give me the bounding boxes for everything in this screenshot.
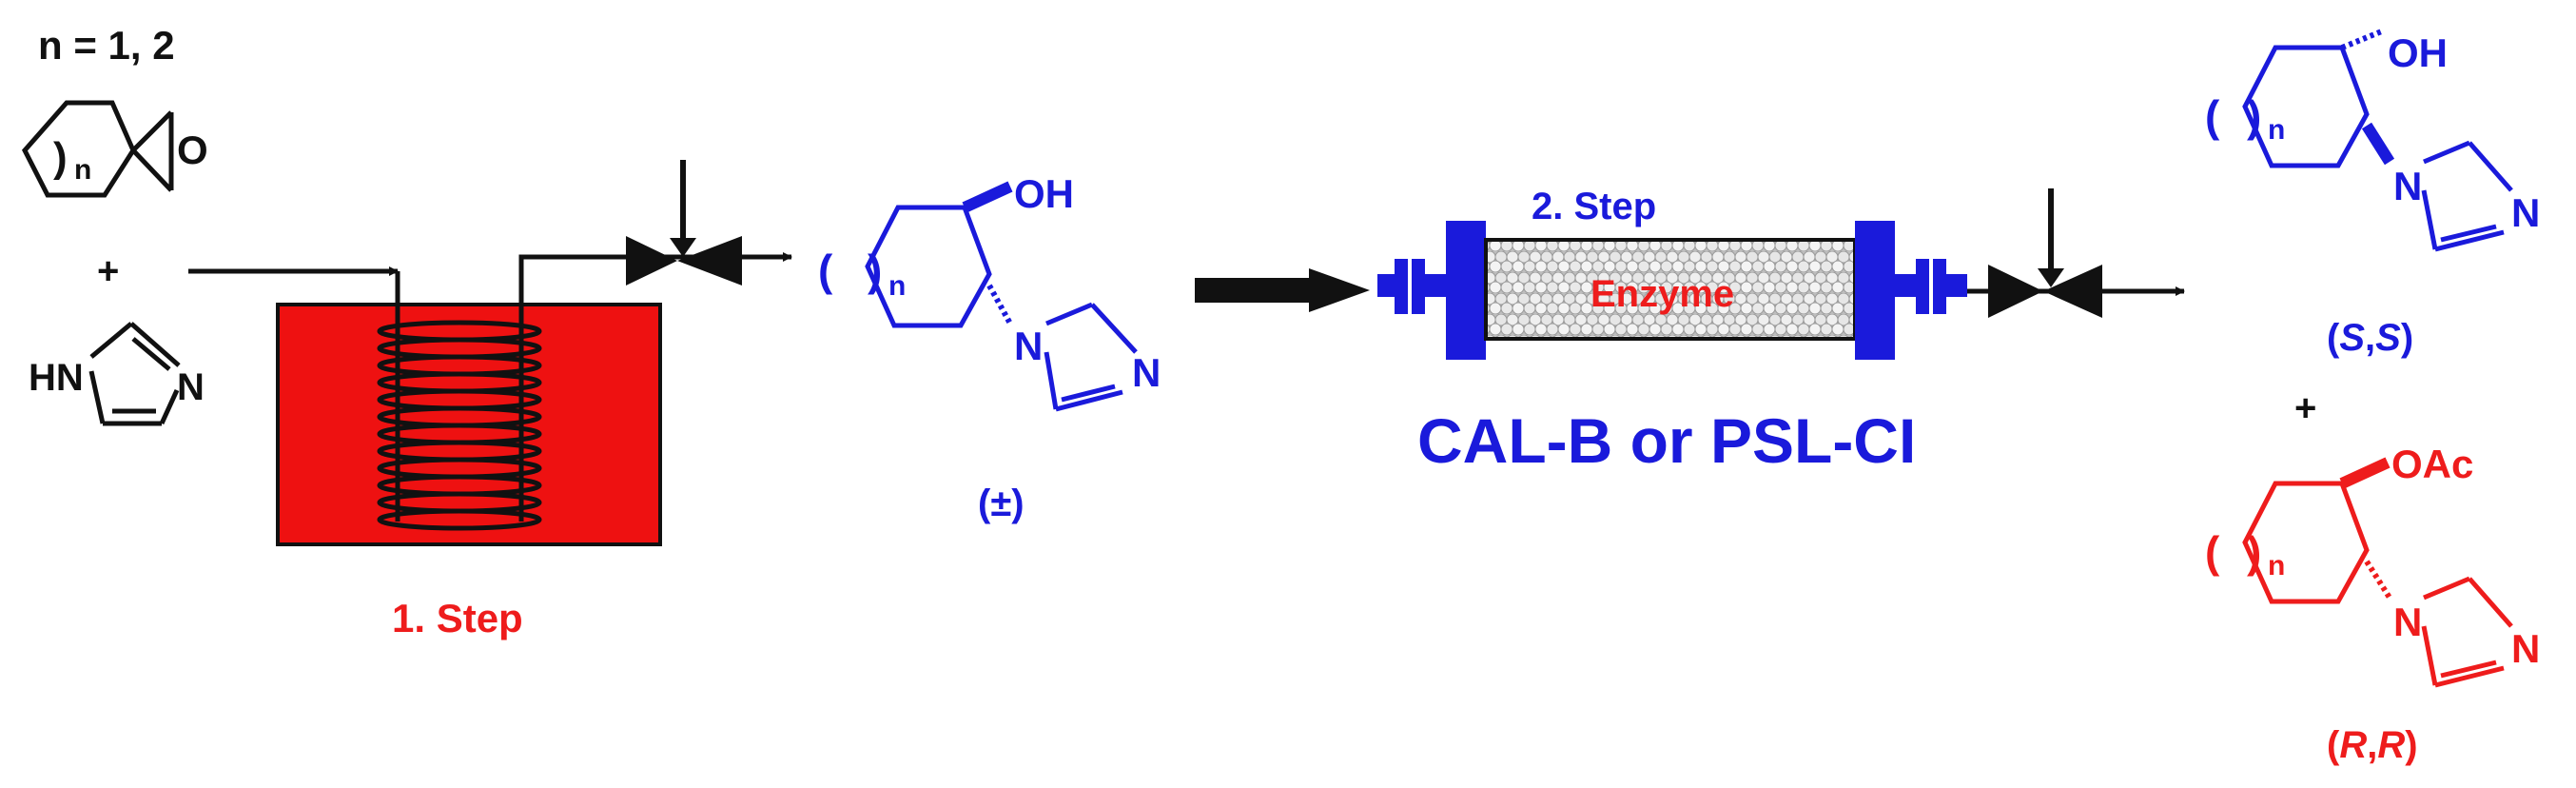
rr-descriptor-close: ) — [2405, 724, 2417, 766]
valve-arrow-1 — [670, 238, 696, 257]
rr-imid-bond-3 — [2423, 576, 2470, 601]
racemate-imid-bond-2 — [1055, 389, 1123, 412]
racemate-imid-double — [1061, 384, 1116, 403]
rr-imid-double — [2440, 660, 2497, 679]
racemate-hash-n — [986, 284, 1013, 325]
rr-oac: OAc — [2391, 442, 2473, 486]
column-endcap-right — [1855, 221, 1895, 360]
racemate-imid-bond-1 — [1044, 351, 1059, 410]
ss-wedge-n — [2361, 122, 2395, 166]
n-values-label: n = 1, 2 — [38, 23, 175, 68]
rr-n-atom-2: N — [2511, 626, 2540, 671]
imidazole-bond-3 — [159, 388, 180, 425]
imidazole-bond-5 — [129, 322, 181, 367]
imidazole-structure — [88, 322, 181, 426]
epoxide-oxygen: O — [177, 128, 208, 172]
imidazole-n: N — [177, 366, 205, 408]
cycloalkene-oxide-structure — [22, 100, 174, 198]
rr-descriptor-r1: R — [2339, 724, 2367, 766]
ss-oh: OH — [2388, 30, 2448, 75]
imidazole-double-bond-2 — [131, 337, 171, 371]
rr-imid-bond-4 — [2468, 577, 2513, 628]
rr-hash-n — [2364, 560, 2392, 600]
valve-arrow-2 — [2038, 268, 2064, 287]
rr-imid-bond-1 — [2421, 625, 2438, 686]
step1-label: 1. Step — [392, 596, 523, 640]
column-fitting-left-2 — [1395, 259, 1408, 314]
column-fitting-left-4 — [1425, 274, 1446, 297]
imidazole-hn: HN — [29, 357, 84, 399]
racemate-n-atom-2: N — [1132, 350, 1161, 395]
ss-descriptor-open: ( — [2327, 317, 2340, 359]
rr-ring-index: n — [2268, 550, 2285, 581]
enzyme-column — [1377, 221, 1967, 360]
ss-imid-bond-2 — [2434, 229, 2505, 252]
racemate-descriptor: (±) — [978, 483, 1025, 524]
column-fitting-right-2 — [1916, 259, 1929, 314]
racemate-wedge-oh — [962, 181, 1013, 213]
column-fitting-left-3 — [1412, 259, 1425, 314]
rr-wedge-oac — [2339, 457, 2391, 489]
rr-ring — [2242, 481, 2370, 604]
racemate-oh: OH — [1014, 171, 1074, 216]
ss-hash-oh — [2340, 28, 2386, 50]
column-endcap-left — [1446, 221, 1486, 360]
racemate-ring — [865, 205, 992, 328]
step2-label: 2. Step — [1532, 186, 1656, 227]
ss-descriptor: (S,S) — [2327, 317, 2413, 359]
rr-descriptor-comma: , — [2367, 724, 2377, 766]
ss-n-atom: N — [2393, 164, 2422, 208]
rr-paren-left: ( — [2205, 527, 2220, 577]
ss-descriptor-s2: S — [2375, 317, 2401, 359]
rr-imid-bond-2 — [2434, 665, 2505, 688]
ss-descriptor-comma: , — [2365, 317, 2375, 359]
ss-imid-double — [2440, 224, 2497, 243]
racemate-paren-left: ( — [818, 246, 833, 295]
ss-paren-left: ( — [2205, 91, 2220, 141]
ss-alcohol-structure — [2242, 28, 2513, 252]
back-pressure-valve-2 — [1988, 188, 2102, 318]
racemate-n-atom: N — [1014, 324, 1043, 368]
rr-paren-right: ) — [2247, 527, 2261, 577]
rr-n-atom: N — [2393, 600, 2422, 644]
rr-descriptor-open: ( — [2327, 724, 2340, 766]
column-fitting-right-4 — [1946, 274, 1967, 297]
epoxide-bond-1 — [131, 110, 173, 152]
reactor-coil — [377, 271, 542, 531]
ss-ring — [2242, 45, 2370, 168]
column-packing — [1484, 238, 1857, 341]
racemate-paren-right: ) — [868, 246, 882, 295]
ring-paren: ) — [53, 134, 68, 181]
ss-ring-index: n — [2268, 114, 2285, 146]
ss-n-atom-2: N — [2511, 190, 2540, 235]
products-plus: + — [2294, 387, 2316, 429]
ss-descriptor-s1: S — [2339, 317, 2365, 359]
epoxide-bond-2 — [131, 148, 173, 192]
back-pressure-valve-1 — [626, 160, 742, 286]
imidazole-bond-4 — [89, 322, 133, 359]
ss-imid-bond-4 — [2468, 141, 2513, 192]
racemate-ring-index: n — [888, 270, 906, 302]
column-fitting-right-3 — [1933, 259, 1946, 314]
racemate-imid-bond-4 — [1090, 303, 1138, 354]
rr-descriptor-r2: R — [2377, 724, 2405, 766]
racemate-imid-bond-3 — [1045, 302, 1093, 326]
ss-imid-bond-3 — [2423, 140, 2470, 165]
ss-paren-right: ) — [2247, 91, 2261, 141]
rr-acetate-structure — [2242, 457, 2513, 688]
ss-imid-bond-1 — [2421, 189, 2438, 250]
epoxide-ring-frame — [22, 100, 136, 198]
rr-descriptor: (R,R) — [2327, 724, 2418, 766]
column-enzyme-text: Enzyme — [1590, 273, 1734, 315]
ss-descriptor-close: ) — [2401, 317, 2413, 359]
column-fitting-right-1 — [1895, 274, 1916, 297]
imidazole-bond-1 — [88, 370, 106, 424]
reactant-plus: + — [97, 250, 119, 292]
ring-index-n: n — [74, 154, 91, 186]
transfer-arrow — [1195, 268, 1370, 312]
racemic-alcohol-structure — [865, 181, 1138, 412]
enzyme-options-label: CAL-B or PSL-CI — [1417, 405, 1916, 476]
